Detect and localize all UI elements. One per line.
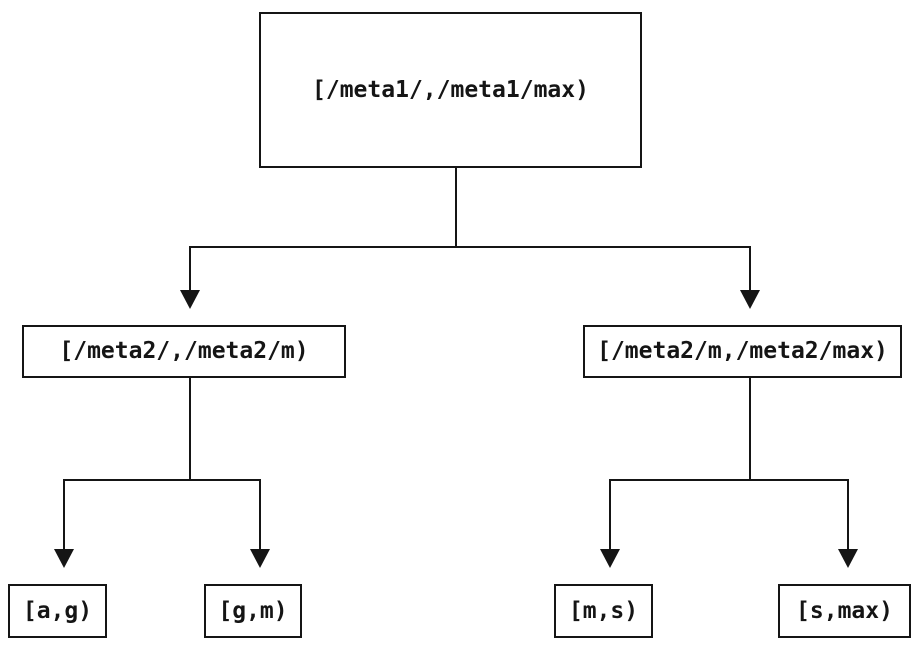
arrowhead-to-leaf-ag-icon — [54, 549, 74, 568]
node-mid-left-label: [/meta2/,/meta2/m) — [59, 338, 309, 364]
node-root: [/meta1/,/meta1/max) — [259, 12, 642, 168]
node-leaf-s-max: [s,max) — [778, 584, 911, 638]
arrowhead-to-mid-right-icon — [740, 290, 760, 309]
arrowhead-to-mid-left-icon — [180, 290, 200, 309]
node-mid-right: [/meta2/m,/meta2/max) — [583, 325, 902, 378]
node-leaf-m-s: [m,s) — [554, 584, 653, 638]
node-mid-right-label: [/meta2/m,/meta2/max) — [597, 338, 888, 364]
node-leaf-m-s-label: [m,s) — [568, 597, 639, 624]
arrowhead-to-leaf-gm-icon — [250, 549, 270, 568]
arrowhead-to-leaf-ms-icon — [600, 549, 620, 568]
arrowhead-to-leaf-smax-icon — [838, 549, 858, 568]
node-leaf-s-max-label: [s,max) — [796, 597, 893, 624]
node-leaf-a-g-label: [a,g) — [22, 597, 93, 624]
node-leaf-a-g: [a,g) — [8, 584, 107, 638]
node-mid-left: [/meta2/,/meta2/m) — [22, 325, 346, 378]
node-leaf-g-m-label: [g,m) — [218, 597, 288, 624]
node-leaf-g-m: [g,m) — [204, 584, 302, 638]
node-root-label: [/meta1/,/meta1/max) — [312, 76, 589, 103]
